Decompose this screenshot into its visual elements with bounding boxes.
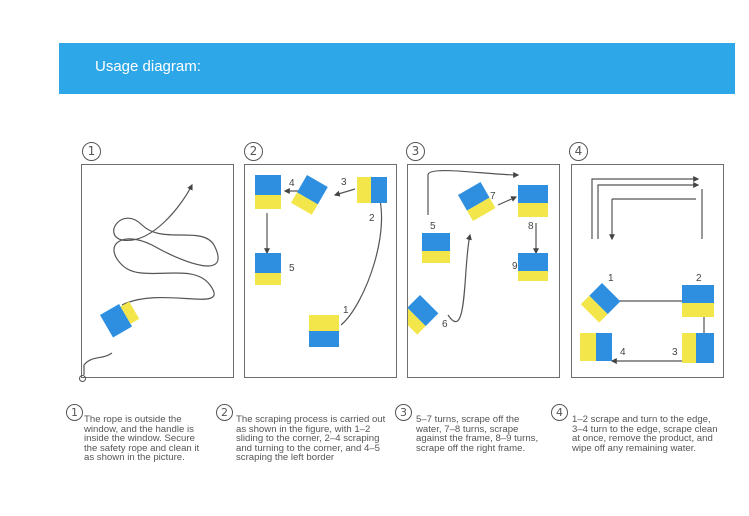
step-number-3: 3: [406, 142, 425, 161]
panel-3-illustration: 5 7 8 9 6: [408, 169, 548, 335]
sponge-icon: [291, 175, 328, 215]
sponge-icon: [309, 315, 339, 347]
sponge-icon: [580, 333, 612, 361]
sponge-icon: [357, 177, 387, 203]
sponge-icon: [255, 175, 281, 209]
point-label: 2: [696, 273, 702, 284]
panel-step-2: 4 3 2 5 1: [244, 164, 397, 378]
point-label: 9: [512, 261, 518, 272]
caption-number-1: 1: [66, 404, 83, 421]
point-label: 8: [528, 221, 534, 232]
step-number-1: 1: [82, 142, 101, 161]
point-label: 5: [289, 263, 295, 274]
caption-step-2: The scraping process is carried out as s…: [236, 414, 386, 463]
sponge-icon: [100, 301, 140, 338]
point-label: 7: [490, 191, 496, 202]
panel-4-illustration: 1 2 4 3: [580, 176, 714, 364]
point-label: 4: [620, 347, 626, 358]
step-number-4: 4: [569, 142, 588, 161]
caption-number-3: 3: [395, 404, 412, 421]
sponge-icon: [682, 333, 714, 363]
point-label: 1: [608, 273, 614, 284]
sponge-icon: [458, 182, 496, 221]
sponge-icon: [518, 185, 548, 217]
caption-step-1: The rope is outside the window, and the …: [84, 414, 200, 463]
sponge-icon: [408, 295, 439, 335]
rope-ring-icon: [79, 375, 86, 382]
panel-1-illustration: [83, 183, 219, 375]
panel-step-3: 5 7 8 9 6: [407, 164, 560, 378]
step-number-2: 2: [244, 142, 263, 161]
sponge-icon: [518, 253, 548, 281]
sponge-icon: [422, 233, 450, 263]
header-banner: Usage diagram:: [59, 43, 735, 94]
sponge-icon: [682, 285, 714, 317]
panel-step-1: [81, 164, 234, 378]
panel-step-4: 1 2 4 3: [571, 164, 724, 378]
caption-number-4: 4: [551, 404, 568, 421]
point-label: 5: [430, 221, 436, 232]
point-label: 3: [341, 177, 347, 188]
point-label: 6: [442, 319, 448, 330]
point-label: 1: [343, 305, 349, 316]
caption-number-2: 2: [216, 404, 233, 421]
caption-step-4: 1–2 scrape and turn to the edge, 3–4 tur…: [572, 414, 718, 454]
point-label: 2: [369, 213, 375, 224]
sponge-icon: [255, 253, 281, 285]
caption-step-3: 5–7 turns, scrape off the water, 7–8 tur…: [416, 414, 539, 454]
panel-2-illustration: 4 3 2 5 1: [255, 175, 387, 347]
page-title: Usage diagram:: [95, 58, 201, 75]
point-label: 3: [672, 347, 678, 358]
sponge-icon: [580, 283, 621, 323]
point-label: 4: [289, 178, 295, 189]
figure-eight-path: [113, 183, 219, 306]
